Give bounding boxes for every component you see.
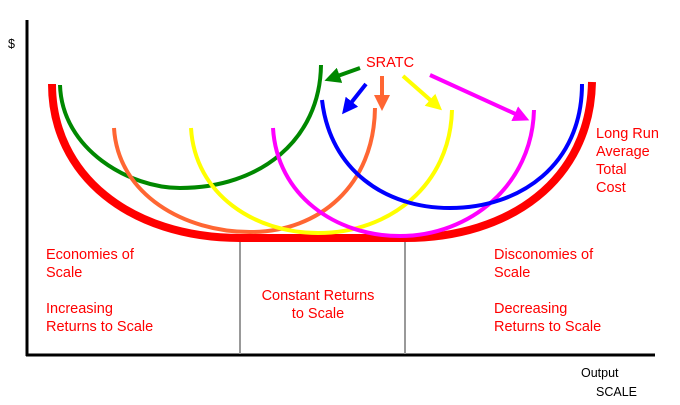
economies-label-line2: Scale	[46, 265, 82, 281]
arrow-to-magenta-curve	[429, 73, 530, 121]
lratc-curve	[48, 81, 596, 242]
lratc-label-line1: Long Run	[596, 126, 659, 142]
lratc-label-line3: Total	[596, 162, 627, 178]
sratc-curve-blue	[320, 83, 584, 211]
y-axis-label: $	[8, 37, 15, 51]
constant-label-line2: to Scale	[292, 306, 344, 322]
sratc-curve-green	[58, 64, 323, 191]
economies-label-line1: Economies of	[46, 247, 135, 263]
x-axis-label-line1: Output	[581, 366, 619, 380]
arrow-to-yellow-curve	[401, 74, 443, 111]
sratc-label: SRATC	[366, 55, 414, 71]
decreasing-label-line1: Decreasing	[494, 301, 567, 317]
sratc-curve-yellow	[189, 109, 454, 236]
increasing-label-line2: Returns to Scale	[46, 319, 153, 335]
constant-label-line1: Constant Returns	[262, 288, 375, 304]
arrow-to-blue-curve	[342, 82, 368, 115]
lratc-label-line2: Average	[596, 144, 650, 160]
increasing-label-line1: Increasing	[46, 301, 113, 317]
lratc-label-line4: Cost	[596, 180, 626, 196]
arrow-to-green-curve	[324, 66, 361, 83]
x-axis-label-line2: SCALE	[596, 385, 637, 399]
sratc-curve-orange	[112, 107, 377, 235]
decreasing-label-line2: Returns to Scale	[494, 319, 601, 335]
sratc-curve-magenta	[271, 109, 536, 239]
diseconomies-label-line1: Disconomies of	[494, 247, 594, 263]
diseconomies-label-line2: Scale	[494, 265, 530, 281]
